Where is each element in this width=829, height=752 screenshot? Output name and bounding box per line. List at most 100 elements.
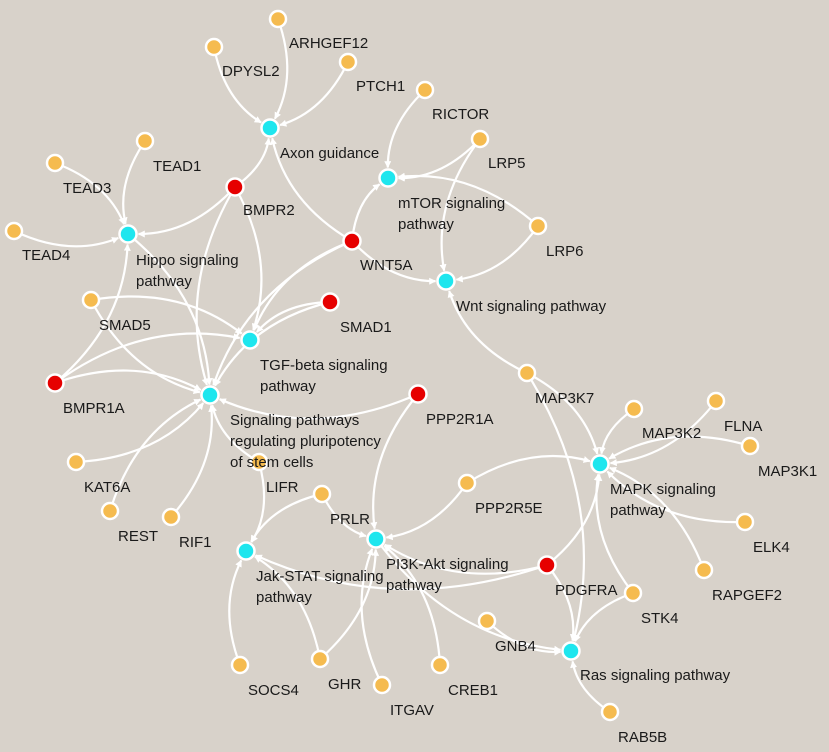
label-line: LIFR [266,479,299,496]
edge-bmpr1a-to-tgf [54,332,241,384]
node-map3k2 [624,399,644,419]
node-gnb4 [477,611,497,631]
edge-wnt5a-to-wnt [351,240,437,285]
label-line: TEAD3 [63,180,111,197]
edge-pdgfra-to-pi3k [384,543,548,575]
node-rif1 [161,507,181,527]
node-arhgef12 [268,9,288,29]
label-line: of stem cells [230,454,313,471]
node-prlr [312,484,332,504]
label-line: REST [118,528,158,545]
node-tead1 [135,131,155,151]
label-line: RICTOR [432,106,489,123]
label-line: FLNA [724,418,762,435]
node-hippo [118,224,138,244]
edge-pdgfra-to-jak [254,554,548,591]
label-stk4: STK4 [641,610,679,627]
label-line: SMAD1 [340,319,392,336]
edge-tead1-to-hippo [120,140,146,225]
node-bmpr1a [45,373,65,393]
label-wnt5a: WNT5A [360,257,413,274]
node-pi3k [366,529,386,549]
node-layer [4,9,760,722]
label-rab5b: RAB5B [618,729,667,746]
node-lrp6 [528,216,548,236]
edge-wnt5a-to-axon [270,137,353,242]
edge-elk4-to-mapk [606,470,746,524]
label-line: STK4 [641,610,679,627]
edge-kat6a-to-sprp [75,402,205,464]
edge-hippo-to-sprp [127,233,213,386]
label-line: pathway [136,273,192,290]
label-line: MAPK signaling [610,481,716,498]
label-creb1: CREB1 [448,682,498,699]
node-ppp2r1a [408,384,428,404]
label-line: LRP5 [488,155,526,172]
label-rif1: RIF1 [179,534,212,551]
label-line: RAPGEF2 [712,587,782,604]
node-flna [706,391,726,411]
node-map3k7 [517,363,537,383]
edge-ppp2r1a-to-sprp [218,392,419,420]
label-line: MAP3K2 [642,425,701,442]
label-line: regulating pluripotency [230,433,381,450]
label-line: PTCH1 [356,78,405,95]
label-line: Jak-STAT signaling [256,568,384,585]
label-line: pathway [256,589,312,606]
edge-bmpr2-to-hippo [137,186,236,238]
edge-tead3-to-hippo [54,161,126,225]
edge-lrp6-to-mtor [397,172,539,227]
edge-pdgfra-to-mapk [546,473,603,566]
node-dpysl2 [204,37,224,57]
label-line: pathway [260,378,316,395]
label-sprp: Signaling pathways regulating pluripotenc… [230,412,381,471]
label-line: TEAD1 [153,158,201,175]
label-itgav: ITGAV [390,702,434,719]
edge-map3k7-to-wnt [447,290,528,374]
label-ptch1: PTCH1 [356,78,405,95]
edge-flna-to-mapk [609,400,717,467]
label-line: Wnt signaling pathway [456,298,607,315]
label-line: ELK4 [753,539,790,556]
label-bmpr1a: BMPR1A [63,400,125,417]
label-line: TEAD4 [22,247,70,264]
label-line: mTOR signaling [398,195,505,212]
edge-prlr-to-jak [250,492,323,543]
label-tead3: TEAD3 [63,180,111,197]
node-axon [260,118,280,138]
label-pdgfra: PDGFRA [555,582,618,599]
node-pdgfra [537,555,557,575]
node-kat6a [66,452,86,472]
label-ppp2r1a: PPP2R1A [426,411,494,428]
label-line: PPP2R1A [426,411,494,428]
node-itgav [372,675,392,695]
label-line: Signaling pathways [230,412,359,429]
label-smad5: SMAD5 [99,317,151,334]
label-line: BMPR2 [243,202,295,219]
edge-ptch1-to-axon [279,61,349,127]
edge-pi3k-to-ras [375,538,562,653]
node-creb1 [430,655,450,675]
node-wnt [436,271,456,291]
label-arhgef12: ARHGEF12 [289,35,368,52]
edge-socs4-to-jak [228,559,243,666]
label-ghr: GHR [328,676,362,693]
label-jak: Jak-STAT signaling pathway [256,568,384,606]
edge-rapgef2-to-mapk [609,466,706,571]
label-prlr: PRLR [330,511,370,528]
node-map3k1 [740,436,760,456]
node-smad1 [320,292,340,312]
edge-ppp2r1a-to-pi3k [370,393,419,530]
node-wnt5a [342,231,362,251]
label-ras: Ras signaling pathway [580,667,731,684]
node-lifr [249,452,269,472]
edge-rest-to-sprp [108,398,202,512]
node-rab5b [600,702,620,722]
edge-bmpr1a-to-sprp [54,369,202,392]
label-line: SOCS4 [248,682,299,699]
node-mapk [590,454,610,474]
